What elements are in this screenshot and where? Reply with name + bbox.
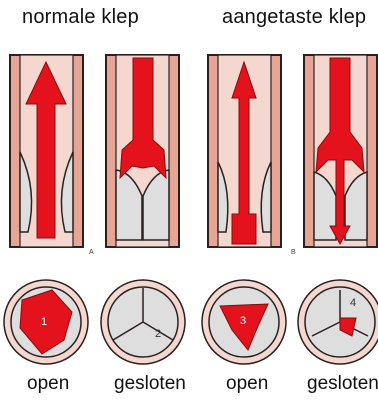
- vein-affected-closed: [304, 55, 377, 247]
- valve-number-2: 2: [155, 328, 161, 340]
- panel-tag-a: A: [89, 249, 94, 256]
- valve-number-4: 4: [350, 297, 356, 309]
- valve-number-3: 3: [240, 315, 246, 327]
- vein-affected-open: [208, 55, 281, 247]
- panel-tag-b: B: [291, 249, 296, 256]
- valve-section-normal-closed: [101, 280, 185, 364]
- caption-normal-open: open: [27, 373, 69, 395]
- valve-section-affected-closed: [298, 280, 378, 364]
- vein-normal-closed: [106, 55, 179, 247]
- caption-normal-closed: gesloten: [114, 373, 186, 395]
- caption-affected-closed: gesloten: [307, 373, 378, 395]
- caption-affected-open: open: [226, 373, 268, 395]
- valve-number-1: 1: [41, 316, 47, 328]
- vein-normal-open: [10, 55, 83, 247]
